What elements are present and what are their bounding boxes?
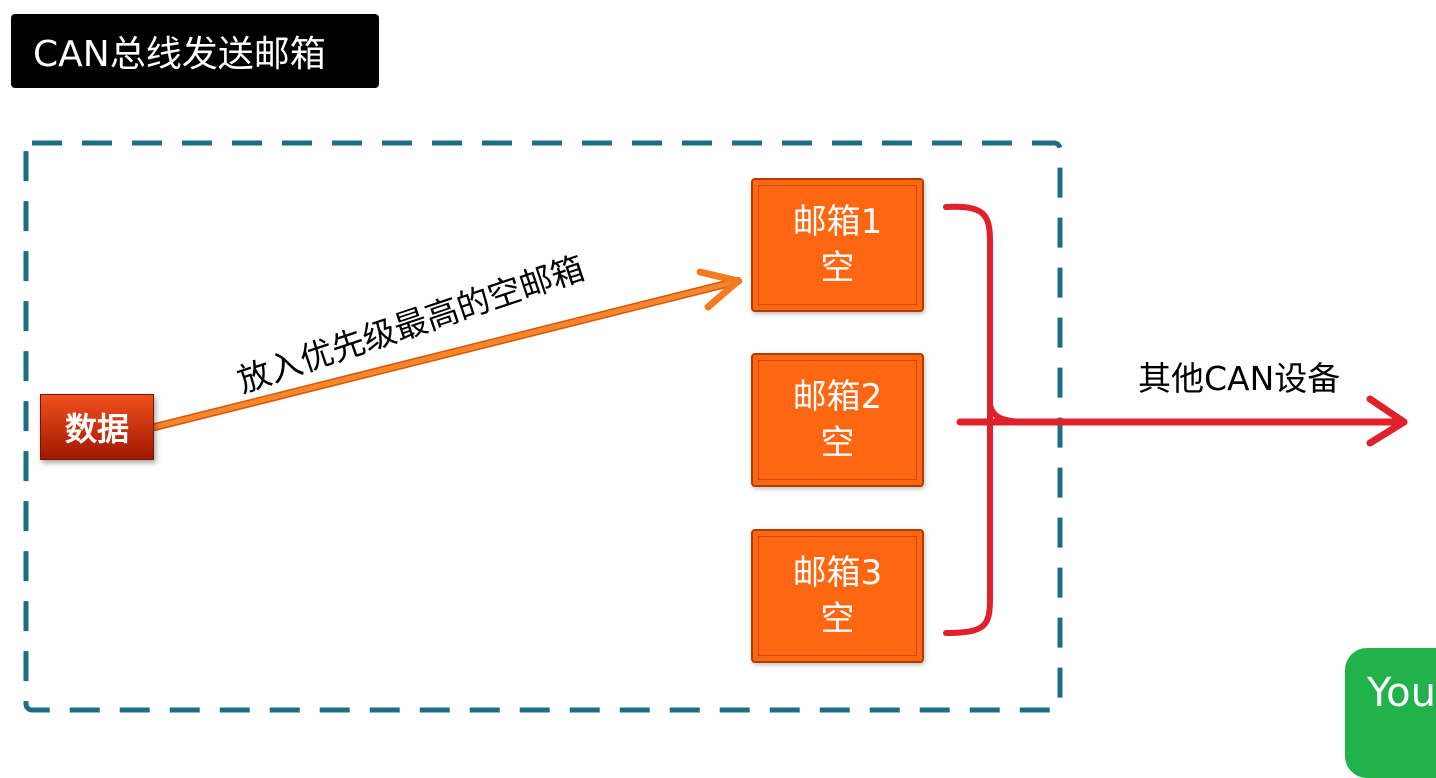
slide-title-text: CAN总线发送邮箱 [33,34,326,75]
mailbox-3: 邮箱3 空 [751,529,924,663]
can-bus-output-arrow [956,395,1408,447]
mailbox-status: 空 [820,423,855,463]
data-to-mailbox-arrow [151,268,742,431]
slide-title: CAN总线发送邮箱 [11,14,379,88]
bus-label: 其他CAN设备 [1138,359,1341,398]
data-block-label: 数据 [64,410,129,448]
mailbox-name: 邮箱2 [792,377,883,417]
transmit-mailbox-boundary [23,140,1063,713]
mailbox-name: 邮箱3 [792,553,883,593]
mailbox-2: 邮箱2 空 [751,353,924,487]
mailbox-1: 邮箱1 空 [751,178,924,312]
mailbox-name: 邮箱1 [792,202,883,242]
data-block: 数据 [40,394,154,460]
mailbox-status: 空 [820,248,855,288]
green-corner-badge[interactable]: You [1345,648,1436,778]
diagram-canvas [23,140,1408,713]
mailbox-status: 空 [820,599,855,639]
badge-text: You [1367,670,1436,716]
